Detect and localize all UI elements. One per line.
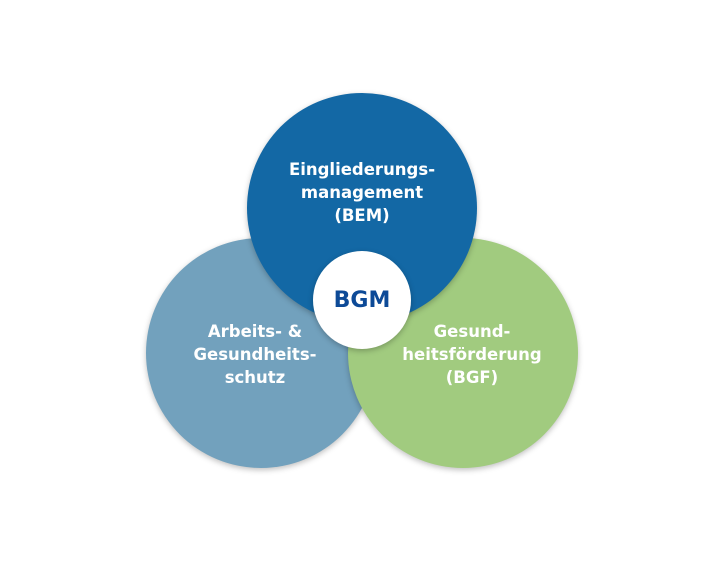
label-line: (BEM): [334, 206, 390, 225]
label-bem: Eingliederungs- management (BEM): [262, 158, 462, 227]
center-label: BGM: [333, 287, 391, 313]
label-line: heitsförderung: [402, 345, 542, 364]
label-line: (BGF): [445, 368, 499, 387]
label-bgf: Gesund- heitsförderung (BGF): [372, 320, 572, 389]
label-line: schutz: [224, 368, 286, 387]
center-circle: BGM: [313, 251, 411, 349]
label-line: Gesundheits-: [193, 345, 317, 364]
label-arbeitsschutz: Arbeits- & Gesundheits- schutz: [155, 320, 355, 389]
label-line: Arbeits- &: [207, 322, 303, 341]
label-line: management: [300, 183, 424, 202]
label-line: Gesund-: [433, 322, 511, 341]
label-line: Eingliederungs-: [288, 160, 436, 179]
